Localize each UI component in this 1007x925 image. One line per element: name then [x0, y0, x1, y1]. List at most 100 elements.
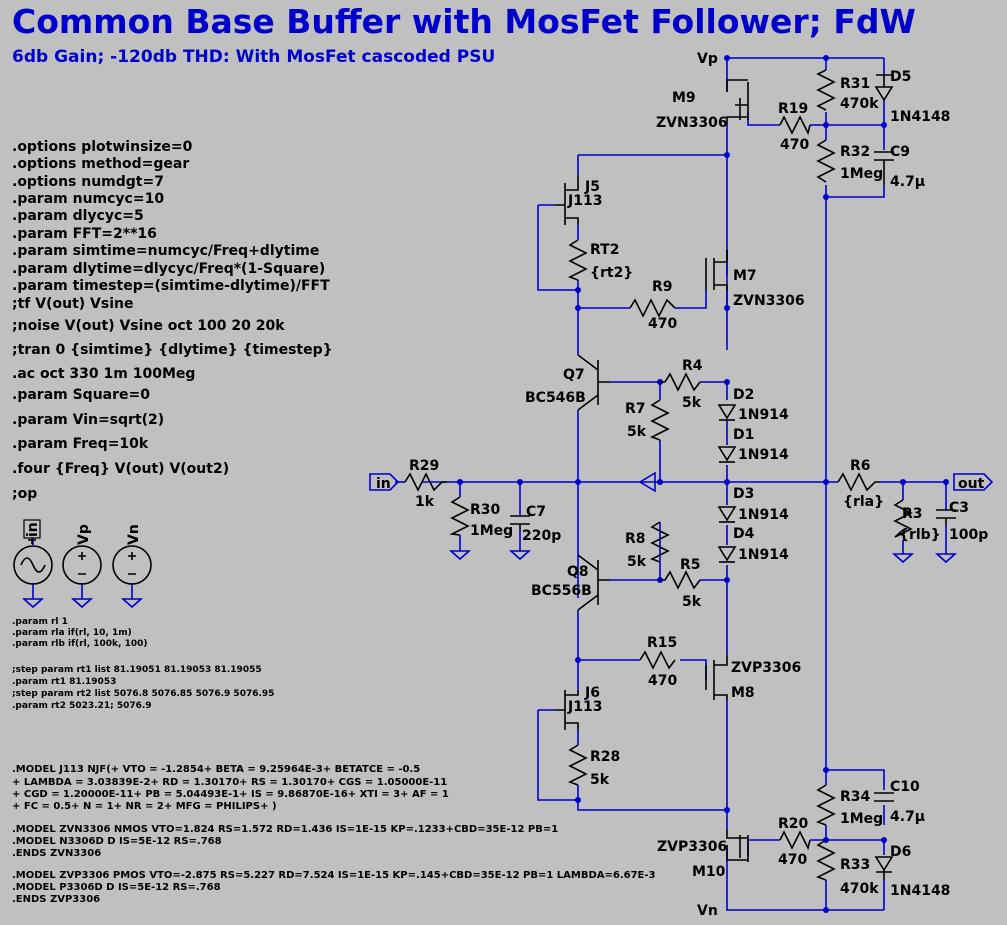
voltage-source-vn[interactable]: Vn: [112, 524, 152, 608]
value-q7: BC546B: [525, 390, 586, 406]
junction-dots: [457, 55, 949, 913]
label-j5: J5: [584, 179, 600, 195]
label-m10: M10: [692, 864, 726, 880]
label-r8: R8: [625, 531, 646, 547]
capacitor-symbols[interactable]: [510, 151, 956, 802]
directive-line[interactable]: .param dlytime=dlycyc/Freq*(1-Square): [12, 261, 326, 277]
schematic-subtitle: 6db Gain; -120db THD: With MosFet cascod…: [12, 47, 496, 67]
label-d4: D4: [733, 526, 755, 542]
value-j6: J113: [567, 699, 602, 715]
model-line[interactable]: .MODEL ZVN3306 NMOS VTO=1.824 RS=1.572 R…: [12, 824, 559, 835]
value-r6: {rla}: [843, 494, 884, 510]
model-line[interactable]: .ENDS ZVN3306: [12, 848, 102, 859]
directive-line[interactable]: .param simtime=numcyc/Freq+dlytime: [12, 243, 320, 259]
model-line[interactable]: .ENDS ZVP3306: [12, 894, 101, 905]
value-r19: 470: [780, 137, 809, 153]
value-r7: 5k: [627, 424, 647, 440]
voltage-source-in[interactable]: in: [13, 519, 53, 608]
param-line[interactable]: .param rla if(rl, 10, 1m): [12, 628, 132, 638]
directive-line[interactable]: .param FFT=2**16: [12, 226, 157, 242]
model-line[interactable]: .MODEL ZVP3306 PMOS VTO=-2.875 RS=5.227 …: [12, 870, 656, 881]
directive-line[interactable]: .ac oct 330 1m 100Meg: [12, 366, 196, 382]
directive-line[interactable]: .param Freq=10k: [12, 436, 149, 452]
source-label: Vn: [126, 524, 142, 545]
label-r19: R19: [778, 101, 808, 117]
label-r5: R5: [680, 557, 701, 573]
label-m7: M7: [733, 268, 757, 284]
model-line[interactable]: .MODEL N3306D D IS=5E-12 RS=.768: [12, 836, 222, 847]
value-d2: 1N914: [738, 407, 789, 423]
directive-line[interactable]: .options numdgt=7: [12, 174, 164, 190]
value-q8: BC556B: [531, 583, 592, 599]
step-line[interactable]: ;step param rt1 list 81.19051 81.19053 8…: [12, 665, 262, 675]
diode-symbols[interactable]: [717, 74, 894, 880]
directive-line[interactable]: ;tran 0 {simtime} {dlytime} {timestep}: [12, 342, 333, 358]
model-line[interactable]: + FC = 0.5+ N = 1+ NR = 2+ MFG = PHILIPS…: [12, 801, 277, 812]
label-r32: R32: [840, 144, 870, 160]
step-line[interactable]: ;step param rt2 list 5076.8 5076.85 5076…: [12, 689, 275, 699]
param-line[interactable]: .param rl 1: [12, 617, 68, 627]
value-m9: ZVN3306: [656, 115, 728, 131]
step-line[interactable]: .param rt1 81.19053: [12, 677, 117, 687]
voltage-source-vp[interactable]: Vp: [62, 524, 102, 608]
directive-line[interactable]: .param Vin=sqrt(2): [12, 412, 165, 428]
value-r8: 5k: [627, 554, 647, 570]
label-r4: R4: [682, 358, 703, 374]
directive-line[interactable]: .options plotwinsize=0: [12, 139, 193, 155]
transistor-symbols[interactable]: [555, 79, 749, 862]
value-r9: 470: [648, 316, 677, 332]
label-rt2: RT2: [590, 242, 619, 258]
out-port[interactable]: [953, 473, 994, 491]
step-line[interactable]: .param rt2 5023.21; 5076.9: [12, 701, 152, 711]
label-j6: J6: [584, 685, 600, 701]
label-c3: C3: [949, 500, 969, 516]
directive-line[interactable]: .param dlycyc=5: [12, 208, 144, 224]
label-c9: C9: [890, 144, 910, 160]
value-d6: 1N4148: [890, 883, 950, 899]
net-label-out: out: [958, 476, 985, 492]
label-r28: R28: [590, 749, 620, 765]
directive-line[interactable]: .param Square=0: [12, 387, 150, 403]
model-line[interactable]: + CGD = 1.20000E-11+ PB = 5.04493E-1+ IS…: [12, 789, 449, 800]
value-r31: 470k: [840, 96, 879, 112]
label-r6: R6: [850, 458, 871, 474]
model-line[interactable]: + LAMBDA = 3.03839E-2+ RD = 1.30170+ RS …: [12, 777, 448, 788]
model-line[interactable]: .MODEL J113 NJF(+ VTO = -1.2854+ BETA = …: [12, 764, 421, 775]
label-q8: Q8: [567, 564, 589, 580]
value-r30: 1Meg: [470, 523, 513, 539]
value-r34: 1Meg: [840, 811, 883, 827]
label-d6: D6: [890, 844, 911, 860]
value-c10: 4.7µ: [890, 809, 925, 825]
resistor-symbols[interactable]: [404, 69, 913, 881]
label-d3: D3: [733, 486, 754, 502]
label-c7: C7: [526, 504, 546, 520]
value-m7: ZVN3306: [733, 293, 805, 309]
net-labels[interactable]: Vp Vn in out: [369, 51, 994, 919]
directive-line[interactable]: .param timestep=(simtime-dlytime)/FFT: [12, 278, 330, 294]
in-port[interactable]: [369, 473, 400, 491]
directive-line[interactable]: ;op: [12, 486, 38, 502]
model-line[interactable]: .MODEL P3306D D IS=5E-12 RS=.768: [12, 882, 221, 893]
net-label-in: in: [376, 476, 391, 492]
value-r32: 1Meg: [840, 166, 883, 182]
label-r33: R33: [840, 857, 870, 873]
label-r15: R15: [647, 635, 677, 651]
value-r20: 470: [778, 852, 807, 868]
directive-line[interactable]: .param numcyc=10: [12, 191, 165, 207]
directive-line[interactable]: .options method=gear: [12, 156, 190, 172]
source-label: Vp: [76, 524, 92, 545]
value-r3: {rlb}: [899, 527, 941, 543]
value-m8: ZVP3306: [731, 660, 801, 676]
value-r15: 470: [648, 673, 677, 689]
param-line[interactable]: .param rlb if(rl, 100k, 100): [12, 639, 148, 649]
label-r29: R29: [409, 458, 439, 474]
component-labels: M9 ZVN3306 R19 470 R31 470k D5 1N4148 R3…: [409, 69, 988, 899]
directive-line[interactable]: ;noise V(out) Vsine oct 100 20 20k: [12, 318, 285, 334]
directive-line[interactable]: .four {Freq} V(out) V(out2): [12, 461, 230, 477]
directive-line[interactable]: ;tf V(out) Vsine: [12, 296, 134, 312]
value-r28: 5k: [590, 772, 610, 788]
value-r33: 470k: [840, 881, 879, 897]
value-d5: 1N4148: [890, 109, 950, 125]
value-c7: 220p: [522, 528, 561, 544]
